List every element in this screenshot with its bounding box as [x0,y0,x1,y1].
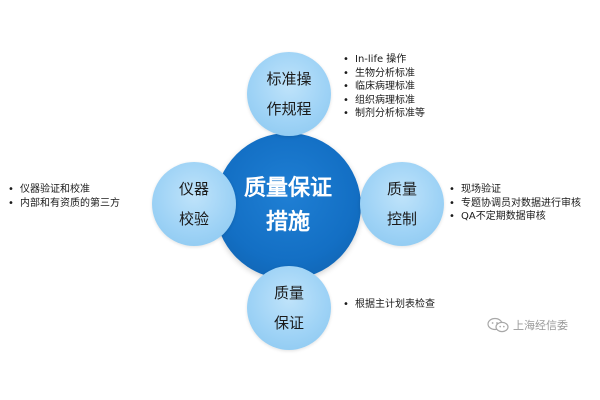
node-instrument-calibration: 仪器 校验 [152,162,236,246]
node-qa-line1: 质量 [273,284,304,302]
node-quality-assurance: 质量 保证 [247,266,331,350]
center-circle: 质量保证 措施 [215,133,361,279]
node-sop-line1: 标准操 [266,70,312,88]
center-title-line1: 质量保证 [243,175,332,201]
list-item: 制剂分析标准等 [343,107,425,121]
node-sop: 标准操 作规程 [247,52,331,136]
node-instrument-line2: 校验 [178,210,209,228]
list-item: 根据主计划表检查 [343,298,435,312]
list-item: 临床病理标准 [343,80,425,94]
list-item: 内部和有资质的第三方 [8,197,120,211]
list-item: 仪器验证和校准 [8,183,120,197]
list-item: 生物分析标准 [343,67,425,81]
list-item: 组织病理标准 [343,94,425,108]
list-item: QA不定期数据审核 [449,210,581,224]
node-quality-control: 质量 控制 [360,162,444,246]
node-qc-line1: 质量 [386,180,417,198]
node-sop-line2: 作规程 [266,100,312,118]
node-instrument-line1: 仪器 [178,180,209,198]
watermark: 上海经信委 [487,317,568,333]
qc-bullet-list: 现场验证 专题协调员对数据进行审核 QA不定期数据审核 [449,183,581,224]
node-qa-line2: 保证 [273,314,304,332]
list-item: 现场验证 [449,183,581,197]
watermark-text: 上海经信委 [513,319,568,332]
list-item: 专题协调员对数据进行审核 [449,197,581,211]
node-qc-line2: 控制 [386,210,417,228]
center-title-line2: 措施 [265,210,310,235]
wechat-icon [487,317,509,333]
sop-bullet-list: In-life 操作 生物分析标准 临床病理标准 组织病理标准 制剂分析标准等 [343,53,425,121]
qa-bullet-list: 根据主计划表检查 [343,298,435,312]
list-item: In-life 操作 [343,53,425,67]
instrument-bullet-list: 仪器验证和校准 内部和有资质的第三方 [8,183,120,210]
